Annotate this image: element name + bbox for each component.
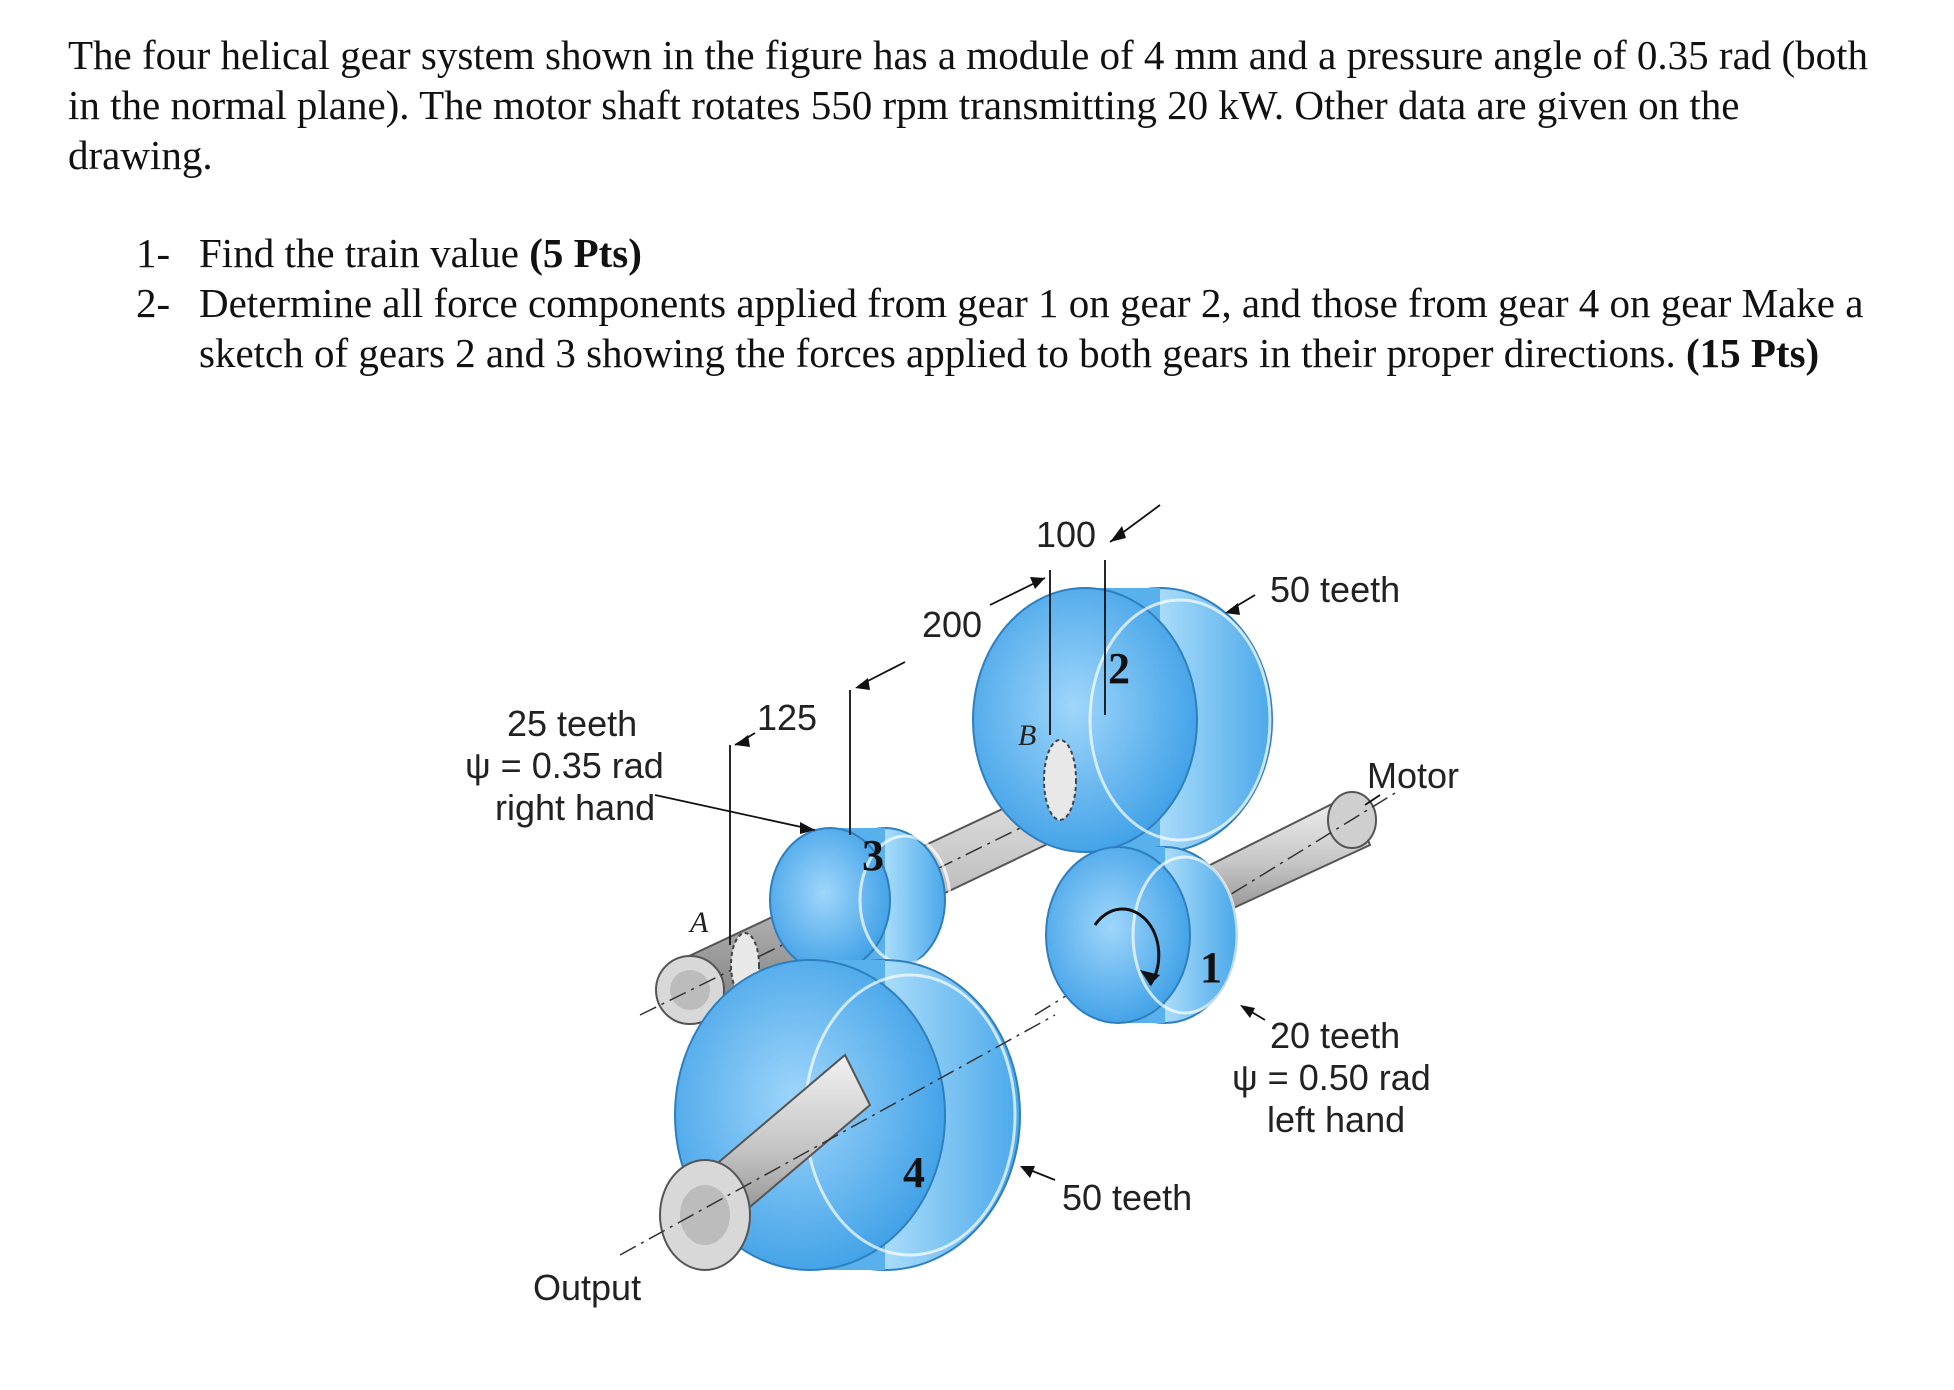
- bearing-b-label: B: [1018, 719, 1036, 752]
- question-text: Determine all force components applied f…: [199, 280, 1864, 376]
- gear-1: [1045, 846, 1239, 1024]
- gear-3-helix-label: ψ = 0.35 rad: [465, 745, 664, 786]
- gear-1-teeth-label: 20 teeth: [1270, 1015, 1400, 1056]
- gear-1-helix-label: ψ = 0.50 rad: [1232, 1057, 1431, 1098]
- gear-1-hand-label: left hand: [1267, 1099, 1405, 1140]
- bearing-b: [1043, 739, 1077, 821]
- dimension-lines: [654, 504, 1381, 1181]
- question-number: 1-: [136, 230, 171, 276]
- bearing-a-label: A: [688, 906, 709, 939]
- output-label: Output: [533, 1267, 641, 1308]
- dimension-125: 125: [757, 697, 817, 738]
- gear-3-hand-label: right hand: [495, 787, 655, 828]
- question-1: 1- Find the train value (5 Pts): [68, 228, 1888, 278]
- gear-4-teeth-label: 50 teeth: [1062, 1177, 1192, 1218]
- question-number: 2-: [136, 280, 171, 326]
- gear-2-number: 2: [1108, 644, 1130, 693]
- gear-2: [972, 587, 1273, 853]
- question-points: (15 Pts): [1685, 330, 1820, 376]
- problem-intro: The four helical gear system shown in th…: [68, 32, 1869, 178]
- gear-3-number: 3: [862, 831, 884, 880]
- dimension-100: 100: [1036, 514, 1096, 555]
- gear-3-teeth-label: 25 teeth: [507, 703, 637, 744]
- question-2: 2- Determine all force components applie…: [68, 278, 1888, 378]
- dimension-200: 200: [922, 604, 982, 645]
- problem-statement: The four helical gear system shown in th…: [68, 30, 1888, 378]
- gear-1-number: 1: [1200, 943, 1222, 992]
- gear-4-number: 4: [903, 1148, 925, 1197]
- question-text: Find the train value: [199, 230, 530, 276]
- output-shaft: [619, 1014, 1056, 1271]
- gear-3: [769, 827, 952, 973]
- motor-label: Motor: [1367, 755, 1459, 796]
- question-points: (5 Pts): [529, 230, 642, 276]
- gear-2-teeth-label: 50 teeth: [1270, 569, 1400, 610]
- question-list: 1- Find the train value (5 Pts) 2- Deter…: [68, 228, 1888, 378]
